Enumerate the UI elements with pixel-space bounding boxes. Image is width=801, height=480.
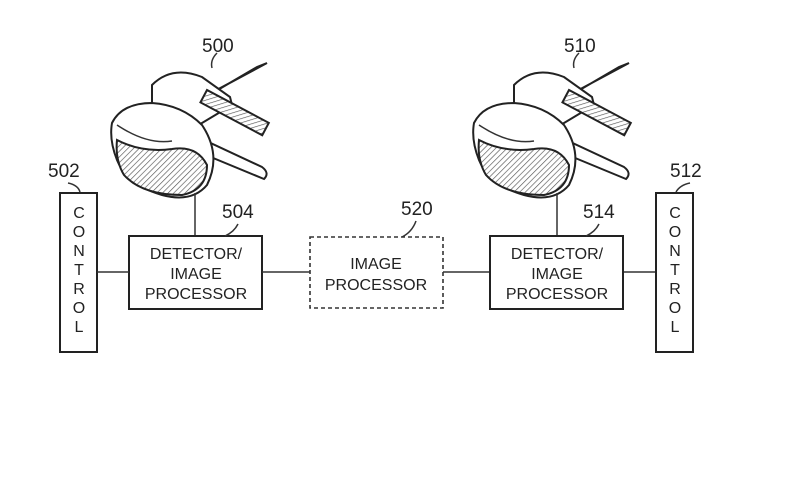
left-control-box: 502 C O N T R O L — [48, 161, 98, 353]
left-detector-box: 504 DETECTOR/ IMAGE PROCESSOR — [128, 202, 263, 310]
right-control-box: 512 C O N T R O L — [655, 161, 702, 353]
right-control-ref: 512 — [670, 161, 702, 182]
right-headset: 510 — [472, 36, 632, 199]
right-detector-ref: 514 — [583, 202, 615, 223]
right-detector-box: 514 DETECTOR/ IMAGE PROCESSOR — [489, 202, 624, 310]
detector-label-line: PROCESSOR — [506, 286, 608, 303]
control-letter: T — [670, 262, 680, 279]
control-letter: O — [73, 300, 85, 317]
detector-label-line: DETECTOR/ — [511, 246, 604, 263]
processor-label-line: PROCESSOR — [325, 277, 427, 294]
control-letter: N — [669, 243, 681, 260]
left-headset: 500 — [110, 36, 270, 199]
left-headset-ref: 500 — [202, 36, 234, 57]
control-letter: C — [73, 205, 85, 222]
left-control-ref: 502 — [48, 161, 80, 182]
control-letter: L — [671, 319, 680, 336]
control-letter: N — [73, 243, 85, 260]
left-detector-ref: 504 — [222, 202, 254, 223]
control-letter: O — [73, 224, 85, 241]
control-letter: R — [73, 281, 85, 298]
control-letter: R — [669, 281, 681, 298]
control-letter: T — [74, 262, 84, 279]
processor-label-line: IMAGE — [350, 256, 402, 273]
detector-label-line: IMAGE — [531, 266, 583, 283]
detector-label-line: DETECTOR/ — [150, 246, 243, 263]
detector-label-line: PROCESSOR — [145, 286, 247, 303]
detector-label-line: IMAGE — [170, 266, 222, 283]
control-letter: O — [669, 224, 681, 241]
right-headset-ref: 510 — [564, 36, 596, 57]
center-processor-ref: 520 — [401, 199, 433, 220]
control-letter: C — [669, 205, 681, 222]
center-image-processor-box: 520 IMAGE PROCESSOR — [309, 199, 444, 309]
control-letter: L — [75, 319, 84, 336]
control-letter: O — [669, 300, 681, 317]
